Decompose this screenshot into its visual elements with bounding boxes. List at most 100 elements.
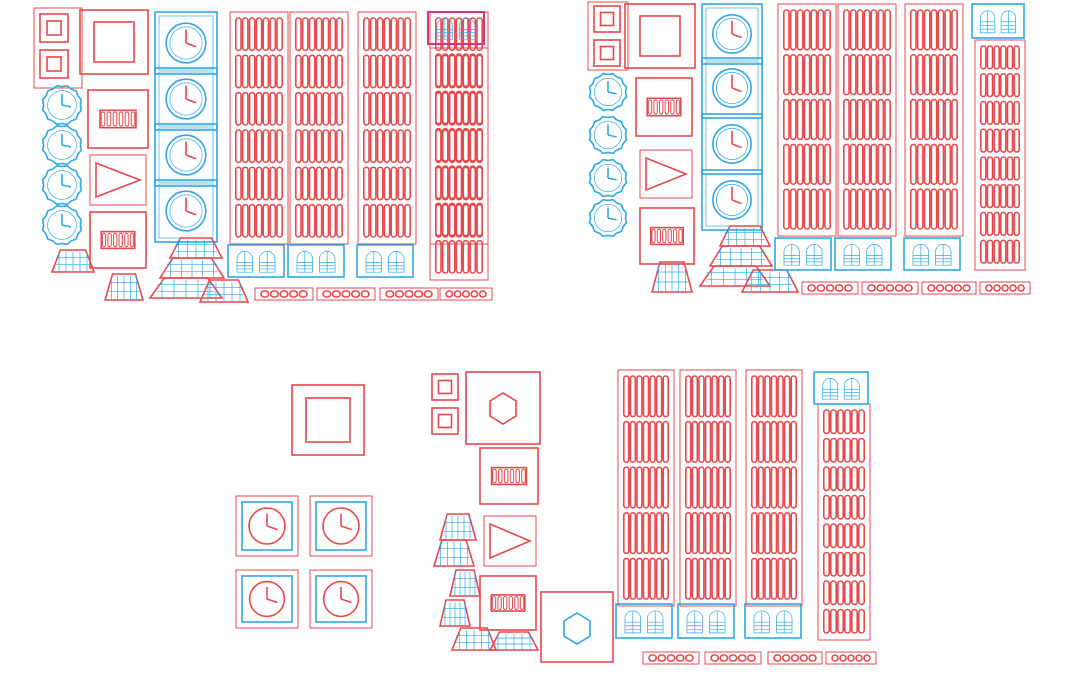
vent-panel: [639, 207, 695, 265]
roof-trapezoid: [432, 539, 476, 567]
roof-trapezoid: [158, 257, 226, 279]
square-frame: [593, 39, 621, 67]
clock-face: [235, 569, 299, 629]
square-frame: [593, 5, 621, 33]
window-panel: [287, 244, 345, 278]
round-clock: [41, 164, 83, 206]
window-panel: [356, 244, 414, 278]
clock-panel: [701, 3, 763, 65]
square-panel: [624, 3, 696, 69]
side-triangle: [450, 627, 498, 651]
clock-face: [309, 495, 373, 557]
vent-panel: [89, 211, 147, 269]
roof-trapezoid: [448, 569, 482, 597]
roof-trapezoid: [740, 269, 800, 293]
side-triangle: [103, 273, 145, 301]
round-clock: [41, 84, 83, 126]
slat-column: [679, 369, 737, 607]
window-panel: [744, 603, 802, 639]
sheet-top-left: [33, 7, 493, 303]
window-panel: [813, 371, 869, 405]
roof-trapezoid: [50, 249, 96, 273]
base-strip: [801, 281, 859, 295]
hexagon-plate: [540, 591, 614, 663]
clock-panel: [701, 57, 763, 119]
square-frame: [431, 373, 459, 401]
window-panel: [677, 603, 735, 639]
clock-face: [235, 495, 299, 557]
slat-column: [777, 3, 837, 237]
roof-trapezoid: [718, 225, 772, 247]
clock-panel: [154, 67, 218, 131]
slat-column: [745, 369, 803, 607]
base-strip: [979, 281, 1031, 295]
outline-frame: [33, 7, 83, 89]
round-clock: [588, 115, 628, 155]
base-strip: [921, 281, 977, 295]
base-strip: [642, 651, 700, 665]
vent-panel: [479, 447, 539, 505]
roof-trapezoid: [168, 237, 224, 259]
window-panel: [227, 244, 285, 278]
side-triangle: [650, 261, 694, 293]
base-strip: [439, 287, 493, 301]
roof-trapezoid: [438, 513, 478, 541]
triangle-panel: [89, 154, 147, 206]
square-frame: [39, 13, 69, 43]
window-panel: [971, 3, 1025, 39]
base-strip: [254, 287, 314, 301]
window-panel: [834, 237, 892, 271]
roof-trapezoid: [708, 245, 774, 267]
clock-panel: [701, 113, 763, 175]
clock-face: [309, 569, 373, 629]
base-strip: [704, 651, 762, 665]
vent-panel: [87, 89, 149, 149]
base-strip: [379, 287, 439, 301]
slat-column: [429, 47, 489, 281]
vent-panel: [479, 575, 537, 631]
window-panel: [774, 237, 832, 271]
slat-column: [617, 369, 675, 607]
vent-panel: [635, 77, 693, 137]
base-strip: [825, 651, 877, 665]
outline-frame: [587, 1, 629, 71]
sheet-bottom: [235, 369, 877, 665]
roof-trapezoid: [438, 599, 472, 627]
roof-trapezoid: [198, 279, 250, 303]
round-clock: [588, 198, 628, 238]
roof-trapezoid: [698, 265, 772, 287]
slat-column: [974, 39, 1026, 271]
square-frame: [431, 407, 459, 435]
slat-column: [904, 3, 964, 237]
slat-column: [837, 3, 897, 237]
base-strip: [316, 287, 376, 301]
square-panel: [93, 21, 135, 63]
slat-column: [817, 403, 871, 641]
square-panel: [639, 15, 681, 57]
clock-panel: [701, 169, 763, 231]
clock-panel: [154, 179, 218, 243]
clock-panel: [154, 123, 218, 187]
square-plate: [291, 384, 365, 456]
slat-column: [289, 11, 349, 245]
base-strip: [861, 281, 919, 295]
slat-column: [357, 11, 417, 245]
window-panel: [903, 237, 961, 271]
round-clock: [588, 72, 628, 112]
triangle-panel: [483, 515, 537, 567]
round-clock: [588, 158, 628, 198]
hexagon-plate: [465, 371, 541, 445]
round-clock: [41, 204, 83, 246]
clock-panel: [154, 11, 218, 75]
roof-trapezoid: [488, 631, 540, 651]
roof-trapezoid: [148, 277, 224, 299]
round-clock: [41, 124, 83, 166]
square-panel: [79, 9, 149, 75]
sheet-top-right: [587, 1, 1031, 295]
triangle-panel: [639, 149, 693, 199]
window-panel: [615, 603, 673, 639]
square-frame: [39, 49, 69, 79]
window-panel: [427, 11, 485, 45]
slat-column: [229, 11, 289, 245]
